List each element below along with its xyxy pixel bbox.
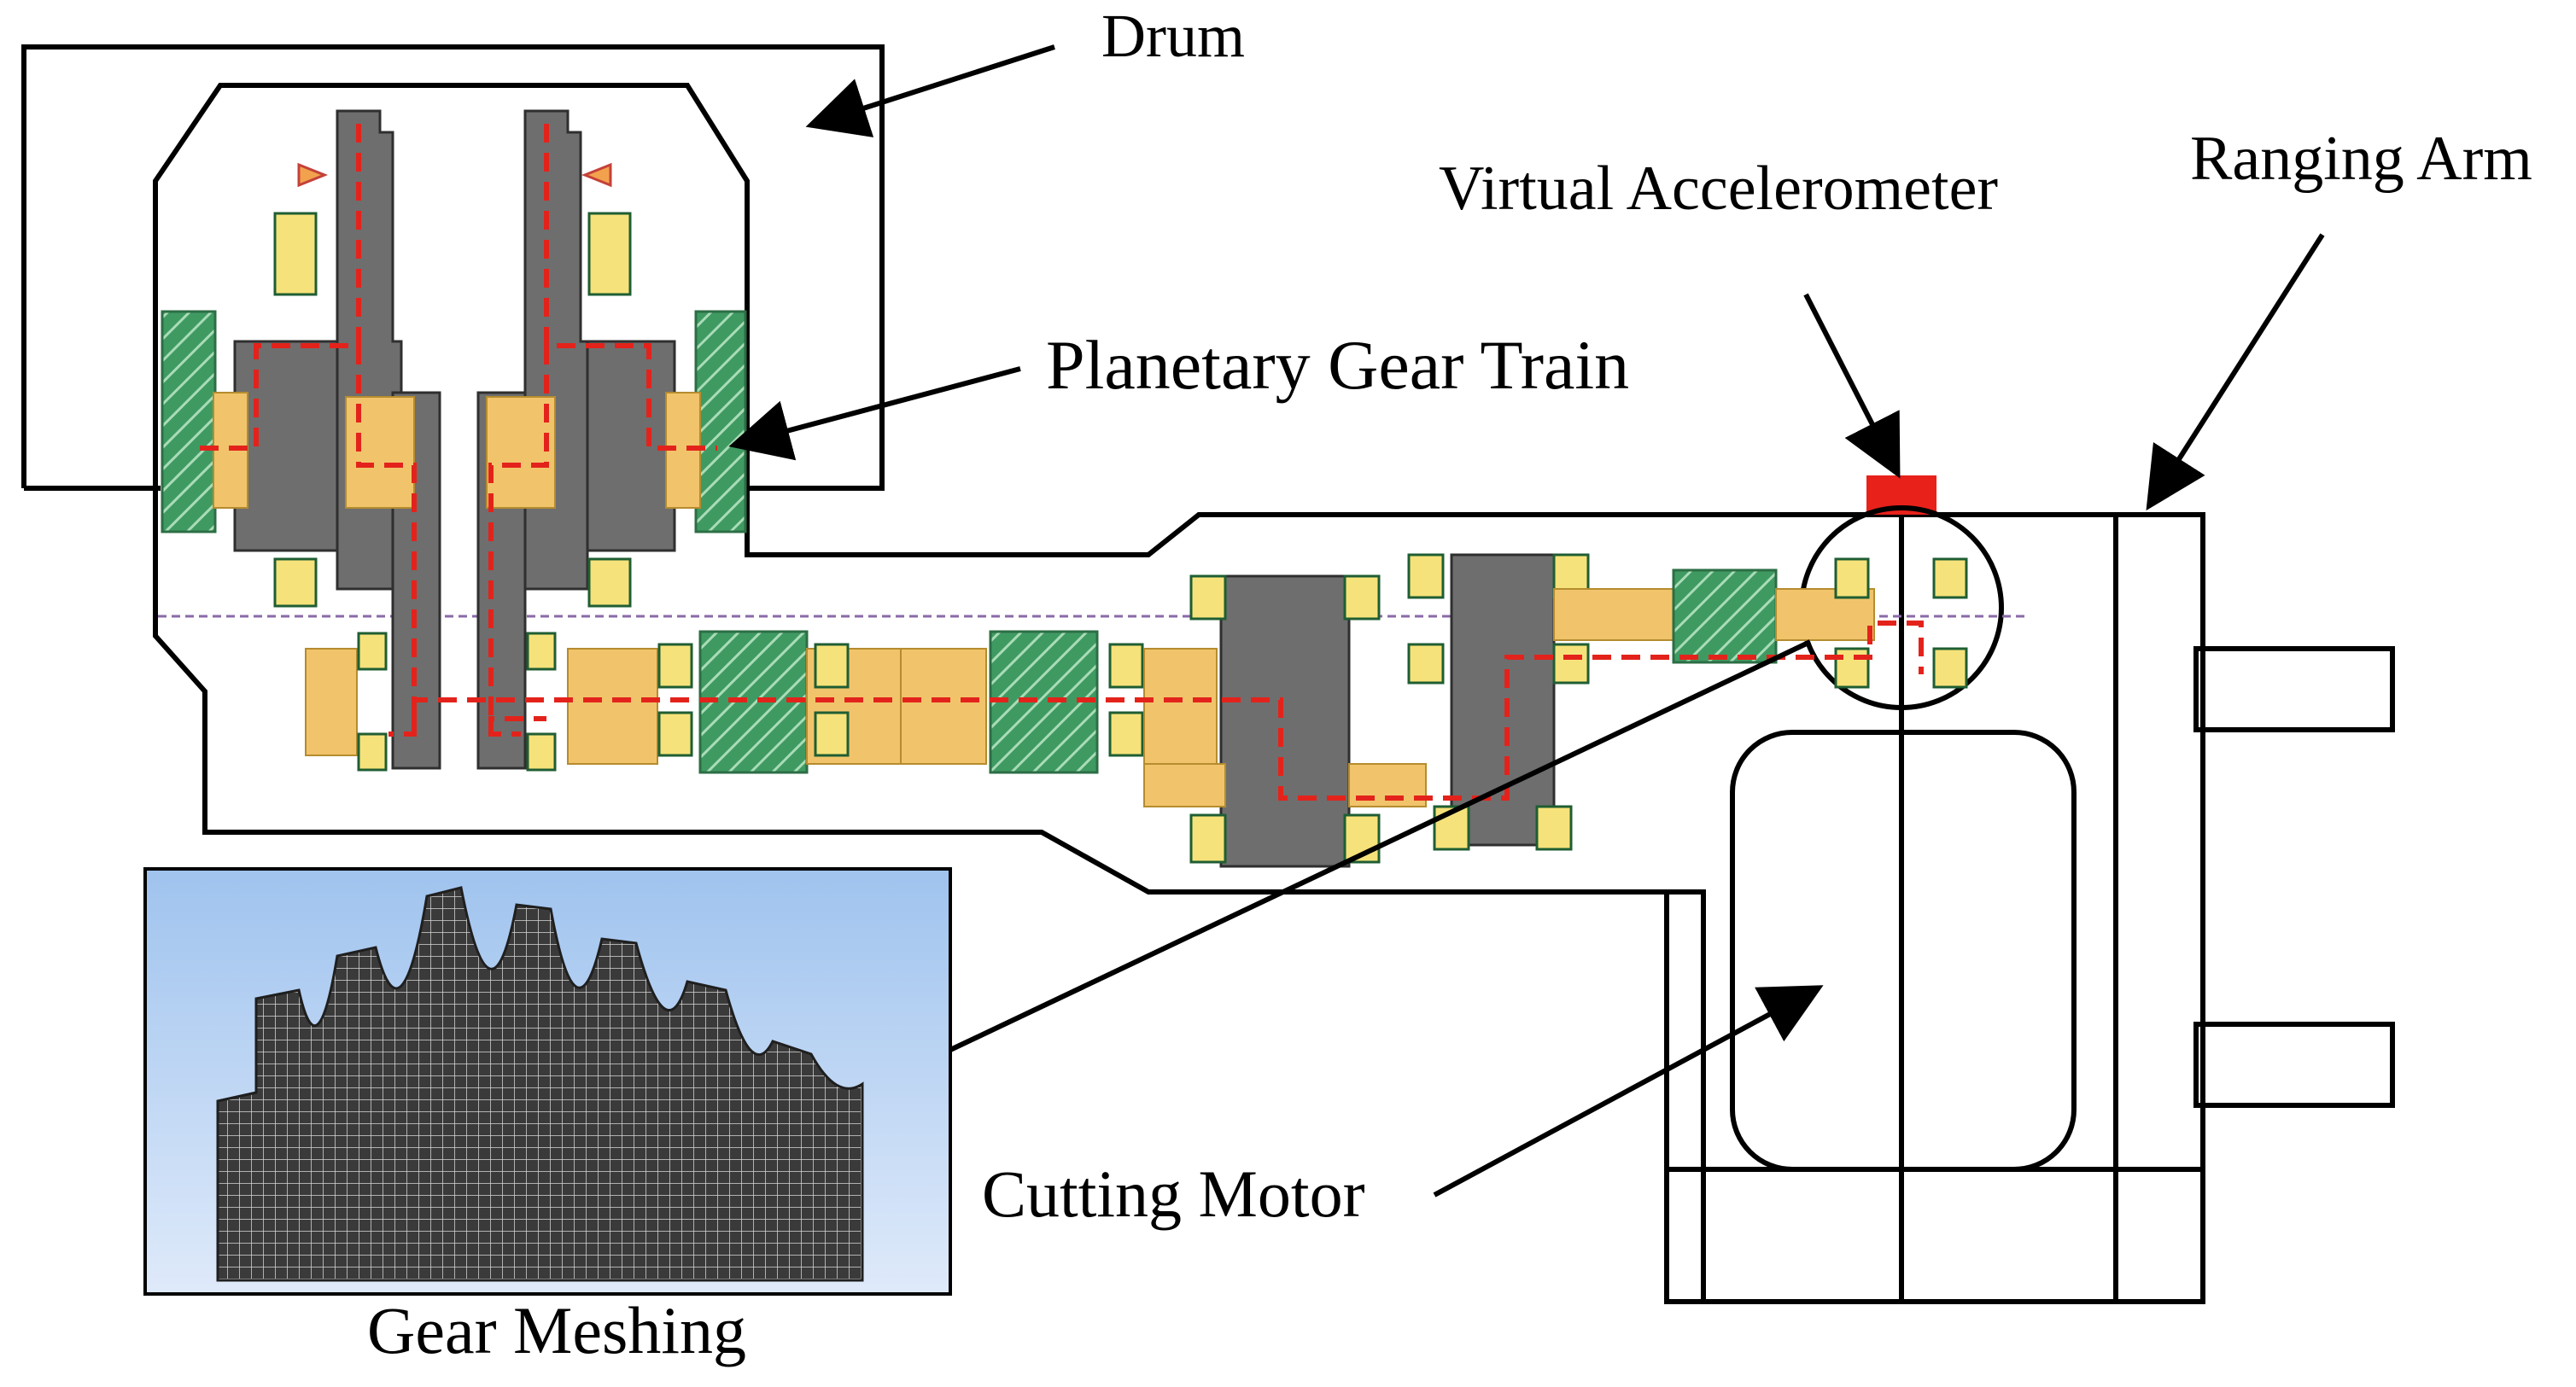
- label-gear-meshing: Gear Meshing: [367, 1293, 746, 1367]
- mount-lug-lower: [2193, 1022, 2395, 1108]
- label-planetary-gear-train: Planetary Gear Train: [1046, 326, 1629, 404]
- gear-mesh-teeth: [216, 886, 864, 1282]
- gear-meshing-inset: [143, 867, 952, 1296]
- cutting-motor-arrow: [1433, 985, 1824, 1198]
- accelerometer-arrow: [1803, 293, 1901, 479]
- arm-gear-stages: [412, 553, 1968, 868]
- label-virtual-accelerometer: Virtual Accelerometer: [1439, 154, 1998, 224]
- label-cutting-motor: Cutting Motor: [982, 1157, 1365, 1231]
- gear-meshing-leader: [949, 639, 1812, 1052]
- drum-frame: [21, 44, 885, 491]
- label-drum: Drum: [1101, 2, 1245, 70]
- label-ranging-arm: Ranging Arm: [2190, 124, 2532, 194]
- ranging-arm-arrow: [2146, 233, 2325, 511]
- motor-housing: [1664, 512, 2395, 1304]
- mount-lug-upper: [2193, 646, 2395, 732]
- planetary-gear-train: [161, 109, 747, 772]
- planetary-arrow: [728, 366, 1021, 461]
- drum-arrow: [805, 44, 1055, 137]
